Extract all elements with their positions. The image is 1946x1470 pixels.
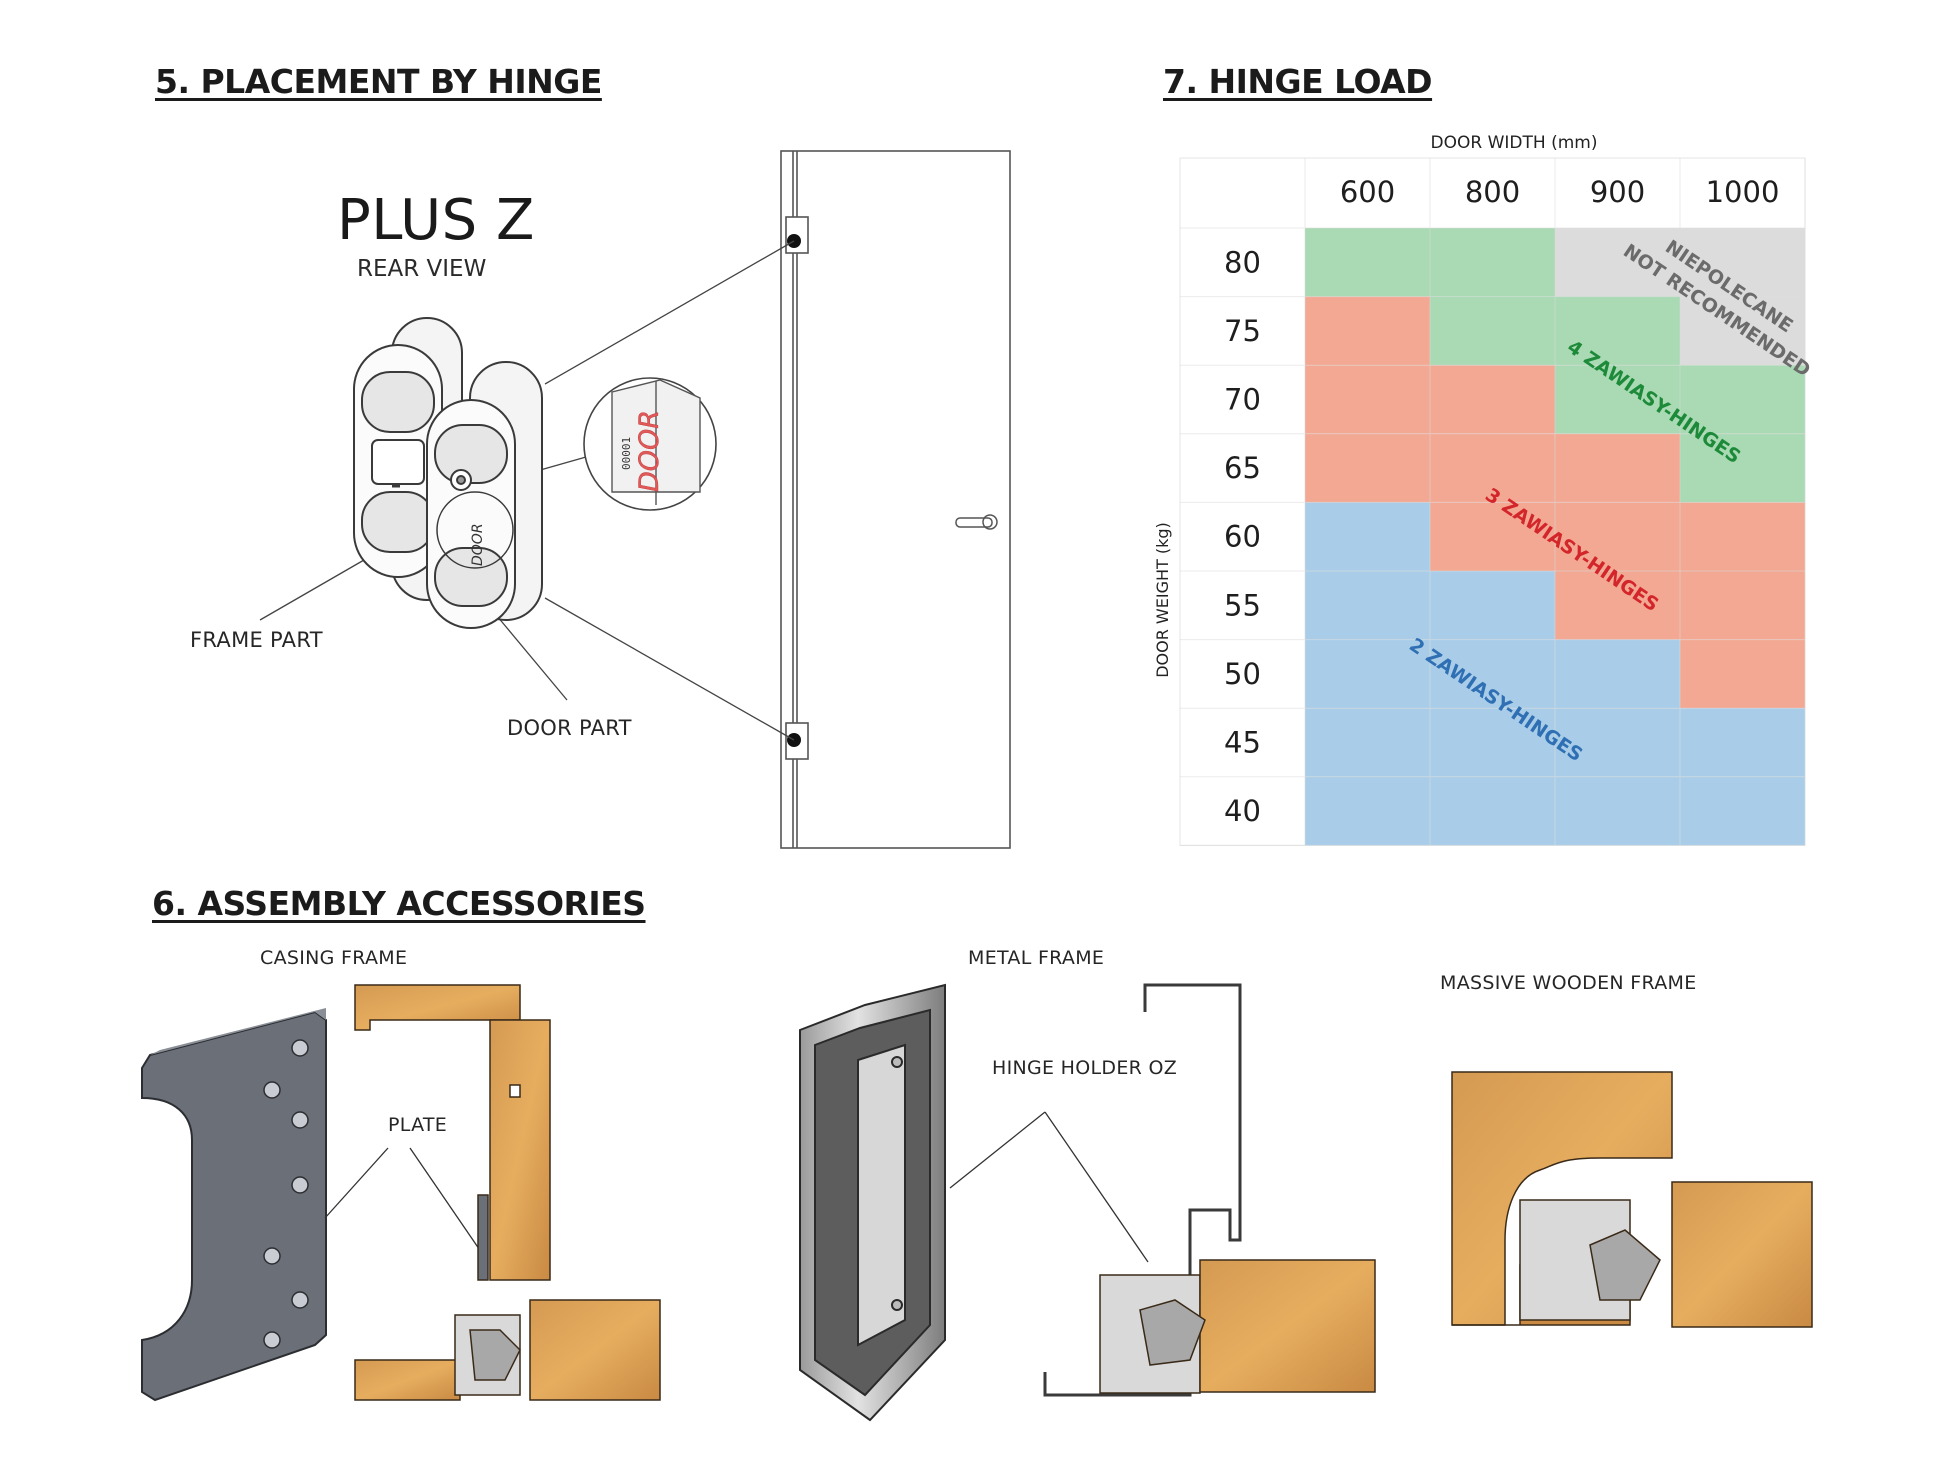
- heatmap-cell: [1555, 776, 1680, 846]
- x-axis-label: DOOR WIDTH (mm): [1431, 133, 1598, 153]
- section7-title: 7. HINGE LOAD: [1163, 62, 1433, 101]
- y-axis-label: DOOR WEIGHT (kg): [1153, 522, 1172, 678]
- section6-title: 6. ASSEMBLY ACCESSORIES: [152, 884, 646, 923]
- metal-frame-label: METAL FRAME: [968, 947, 1105, 969]
- chart-cells: [1179, 157, 1806, 846]
- x-tick-label: 900: [1590, 175, 1645, 209]
- heatmap-cell: [1430, 639, 1555, 709]
- heatmap-cell: [1305, 571, 1430, 640]
- heatmap-cell: [1555, 228, 1680, 297]
- view-label: REAR VIEW: [357, 256, 487, 282]
- y-tick-label: 80: [1224, 245, 1261, 279]
- y-tick-label: 55: [1224, 588, 1261, 622]
- massive-frame-section: [1451, 1071, 1813, 1328]
- y-tick-label: 60: [1224, 520, 1261, 554]
- hinge-holder: [799, 983, 946, 1422]
- heatmap-cell: [1680, 571, 1805, 640]
- heatmap-cell: [1555, 433, 1680, 503]
- heatmap-cell: [1430, 502, 1555, 571]
- heatmap-cell: [1680, 296, 1805, 366]
- heatmap-cell: [1430, 776, 1555, 846]
- magnifier-detail: [583, 377, 717, 511]
- heatmap-cell: [1680, 433, 1805, 503]
- hinge-door-marking: DOOR: [470, 523, 486, 566]
- chart-grid: [1180, 158, 1806, 846]
- y-tick-label: 50: [1224, 657, 1261, 691]
- heatmap-cell: [1680, 502, 1805, 571]
- heatmap-cell: [1555, 296, 1680, 366]
- plate-label: PLATE: [388, 1114, 448, 1136]
- heatmap-cell: [1555, 571, 1680, 640]
- x-tick-label: 800: [1465, 175, 1520, 209]
- x-tick-label: 1000: [1706, 175, 1780, 209]
- product-name: PLUS Z: [337, 188, 535, 253]
- heatmap-cell: [1305, 639, 1430, 709]
- heatmap-cell: [1305, 433, 1430, 503]
- heatmap-cell: [1680, 228, 1805, 297]
- heatmap-cell: [1555, 502, 1680, 571]
- metal-frame-section: [1043, 983, 1242, 1397]
- y-tick-label: 65: [1224, 451, 1261, 485]
- heatmap-cell: [1430, 365, 1555, 434]
- frame-part-label: FRAME PART: [190, 628, 323, 652]
- heatmap-cell: [1680, 776, 1805, 846]
- casing-frame-label: CASING FRAME: [260, 947, 408, 969]
- x-tick-label: 600: [1340, 175, 1395, 209]
- y-tick-label: 75: [1224, 314, 1261, 348]
- massive-frame-label: MASSIVE WOODEN FRAME: [1440, 972, 1697, 994]
- door-part-label: DOOR PART: [507, 716, 632, 740]
- heatmap-cell: [1305, 776, 1430, 846]
- magnified-door-marking: DOOR: [634, 410, 665, 492]
- heatmap-cell: [1305, 228, 1430, 297]
- heatmap-cell: [1430, 296, 1555, 366]
- heatmap-cell: [1680, 708, 1805, 777]
- metal-frame-door: [1099, 1259, 1376, 1394]
- heatmap-cell: [1430, 708, 1555, 777]
- heatmap-cell: [1680, 639, 1805, 709]
- heatmap-cell: [1430, 433, 1555, 503]
- y-tick-label: 45: [1224, 726, 1261, 760]
- heatmap-cell: [1555, 639, 1680, 709]
- y-tick-label: 40: [1224, 794, 1261, 828]
- hinge-detail-circle: [436, 491, 514, 569]
- door-handle-icon: [955, 514, 998, 530]
- heatmap-cell: [1305, 502, 1430, 571]
- heatmap-cell: [1305, 708, 1430, 777]
- heatmap-cell: [1430, 228, 1555, 297]
- heatmap-cell: [1555, 365, 1680, 434]
- y-tick-label: 70: [1224, 383, 1261, 417]
- mounting-plate: [141, 1008, 327, 1402]
- section5-title: 5. PLACEMENT BY HINGE: [155, 62, 602, 101]
- heatmap-cell: [1305, 365, 1430, 434]
- heatmap-cell: [1680, 365, 1805, 434]
- heatmap-cell: [1430, 571, 1555, 640]
- heatmap-cell: [1305, 296, 1430, 366]
- chart-labels: 600 800 900 1000 80 75 70 65 60 55 50 45 40: [1224, 175, 1779, 828]
- door-part-hinge: [426, 361, 543, 629]
- hinge-holder-label: HINGE HOLDER OZ: [992, 1057, 1178, 1079]
- casing-frame-section: [354, 984, 661, 1401]
- heatmap-cell: [1555, 708, 1680, 777]
- magnified-code-marking: 00001: [620, 437, 633, 470]
